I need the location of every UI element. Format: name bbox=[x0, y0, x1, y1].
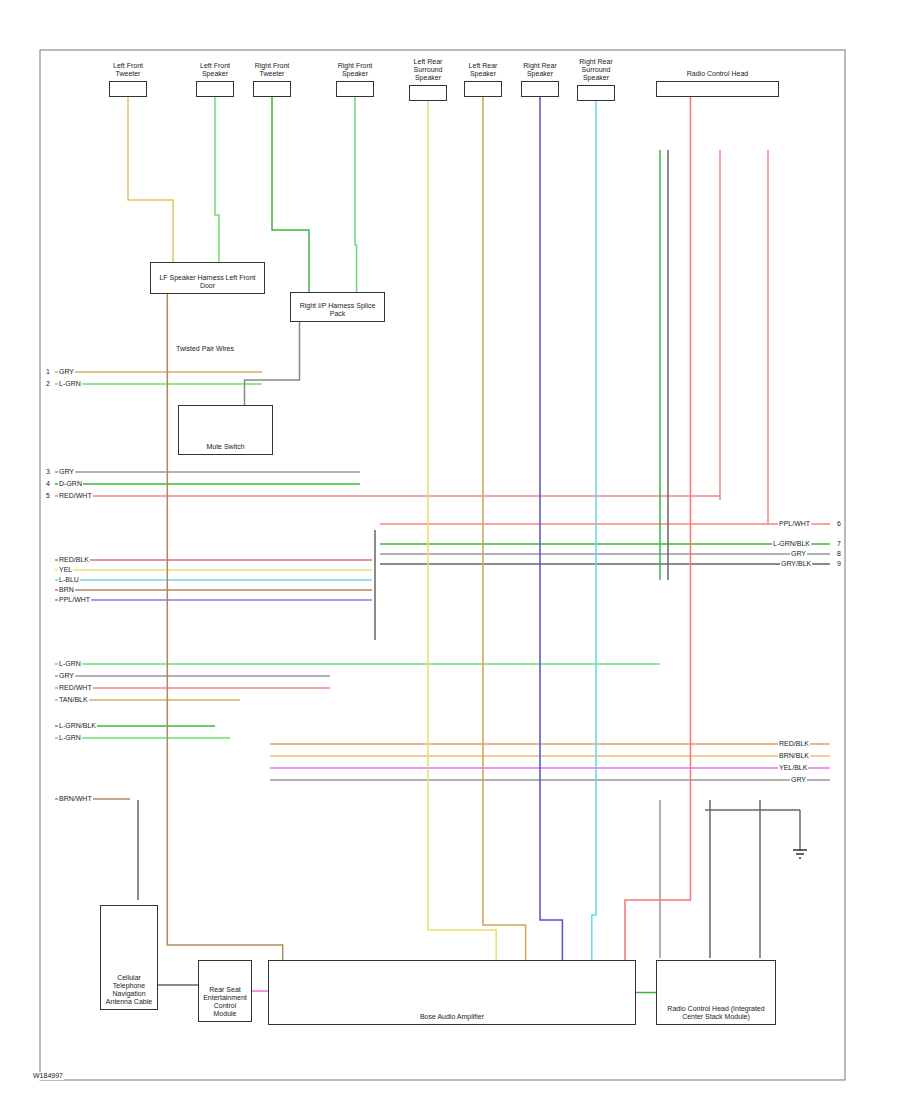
wire-code: PPL/WHT bbox=[58, 596, 91, 604]
wire-connector bbox=[128, 97, 173, 262]
antenna-cable: Cellular Telephone Navigation Antenna Ca… bbox=[100, 905, 158, 1010]
component-label: Right Rear Surround Speaker bbox=[571, 58, 621, 82]
wire-code: Twisted Pair Wires bbox=[175, 345, 235, 353]
wire-connector bbox=[540, 97, 562, 960]
wire-connector bbox=[625, 97, 691, 960]
tweeter: Left Front Tweeter bbox=[103, 62, 153, 97]
wire-connector bbox=[355, 97, 357, 292]
wire-code: RED/WHT bbox=[58, 492, 93, 500]
wire-connector bbox=[158, 984, 198, 986]
component-label: Left Front Speaker bbox=[190, 62, 240, 78]
wire-code: L-GRN/BLK bbox=[772, 540, 811, 548]
wire-code: TAN/BLK bbox=[58, 696, 89, 704]
wire-code: RED/BLK bbox=[778, 740, 810, 748]
wire-connector bbox=[483, 97, 526, 960]
callout-number: 3 bbox=[45, 468, 51, 476]
callout-number: 5 bbox=[45, 492, 51, 500]
component-label: Bose Audio Amplifier bbox=[272, 1013, 632, 1021]
control-head: Radio Control Head bbox=[650, 70, 785, 97]
callout-number: 8 bbox=[836, 550, 842, 558]
control-head: Radio Control Head (Integrated Center St… bbox=[656, 960, 776, 1025]
connector-housing bbox=[196, 81, 234, 97]
component-label: Right I/P Harness Splice Pack bbox=[294, 302, 381, 318]
control-module: Rear Seat Entertainment Control Module bbox=[198, 960, 252, 1022]
callout-number: 1 bbox=[45, 368, 51, 376]
speaker: Left Front Speaker bbox=[190, 62, 240, 97]
speaker: Left Rear Speaker bbox=[458, 62, 508, 97]
callout-number: 2 bbox=[45, 380, 51, 388]
wire-connector bbox=[167, 294, 282, 960]
callout-number: 9 bbox=[836, 560, 842, 568]
wire-code: RED/WHT bbox=[58, 684, 93, 692]
component-label: Left Rear Speaker bbox=[458, 62, 508, 78]
component-label: Left Front Tweeter bbox=[103, 62, 153, 78]
wire-code: GRY bbox=[58, 368, 75, 376]
component-label: Rear Seat Entertainment Control Module bbox=[202, 986, 248, 1018]
wire-code: L-GRN bbox=[58, 660, 82, 668]
wire-code: PPL/WHT bbox=[778, 520, 811, 528]
wire-code: YEL bbox=[58, 566, 73, 574]
wire-connector bbox=[636, 992, 656, 994]
callout-number: 4 bbox=[45, 480, 51, 488]
connector-housing bbox=[409, 85, 447, 101]
component-label: Right Front Tweeter bbox=[247, 62, 297, 78]
wire-connector bbox=[428, 101, 496, 960]
connector-housing bbox=[577, 85, 615, 101]
component-label: Radio Control Head bbox=[650, 70, 785, 78]
tweeter: Right Front Tweeter bbox=[247, 62, 297, 97]
connector-housing bbox=[464, 81, 502, 97]
mute-switch: Mute Switch bbox=[178, 405, 273, 455]
wire-code: GRY/BLK bbox=[780, 560, 812, 568]
audio-amplifier: Bose Audio Amplifier bbox=[268, 960, 636, 1025]
connector-housing bbox=[109, 81, 147, 97]
wire-code: L-BLU bbox=[58, 576, 80, 584]
connector-housing bbox=[656, 81, 779, 97]
component-label: Left Rear Surround Speaker bbox=[403, 58, 453, 82]
component-label: Right Front Speaker bbox=[330, 62, 380, 78]
wire-code: L-GRN bbox=[58, 734, 82, 742]
component-label: Mute Switch bbox=[182, 443, 269, 451]
component-label: LF Speaker Harness Left Front Door bbox=[154, 274, 261, 290]
wire-connector bbox=[215, 97, 219, 262]
wire-code: YEL/BLK bbox=[778, 764, 808, 772]
speaker: Left Rear Surround Speaker bbox=[403, 58, 453, 101]
wire-code: GRY bbox=[790, 550, 807, 558]
wire-connector bbox=[272, 97, 309, 292]
wire-code: D-GRN bbox=[58, 480, 83, 488]
harness-connector: LF Speaker Harness Left Front Door bbox=[150, 262, 265, 294]
speaker: Right Front Speaker bbox=[330, 62, 380, 97]
component-label: Radio Control Head (Integrated Center St… bbox=[660, 1005, 772, 1021]
wire-code: W184997 bbox=[32, 1072, 64, 1080]
splice-pack: Right I/P Harness Splice Pack bbox=[290, 292, 385, 322]
wire-connector bbox=[245, 322, 300, 405]
wire-code: RED/BLK bbox=[58, 556, 90, 564]
connector-housing bbox=[521, 81, 559, 97]
wire-code: GRY bbox=[58, 672, 75, 680]
component-label: Right Rear Speaker bbox=[515, 62, 565, 78]
connector-housing bbox=[336, 81, 374, 97]
component-label: Cellular Telephone Navigation Antenna Ca… bbox=[104, 974, 154, 1006]
wire-connector bbox=[592, 101, 596, 960]
wire-code: BRN/WHT bbox=[58, 795, 93, 803]
wire-code: L-GRN/BLK bbox=[58, 722, 97, 730]
wire-code: GRY bbox=[790, 776, 807, 784]
wire-code: BRN/BLK bbox=[778, 752, 810, 760]
wire-code: GRY bbox=[58, 468, 75, 476]
callout-number: 6 bbox=[836, 520, 842, 528]
speaker: Right Rear Speaker bbox=[515, 62, 565, 97]
connector-housing bbox=[253, 81, 291, 97]
speaker: Right Rear Surround Speaker bbox=[571, 58, 621, 101]
wire-code: BRN bbox=[58, 586, 75, 594]
wire-connector bbox=[252, 990, 268, 992]
callout-number: 7 bbox=[836, 540, 842, 548]
wire-code: L-GRN bbox=[58, 380, 82, 388]
